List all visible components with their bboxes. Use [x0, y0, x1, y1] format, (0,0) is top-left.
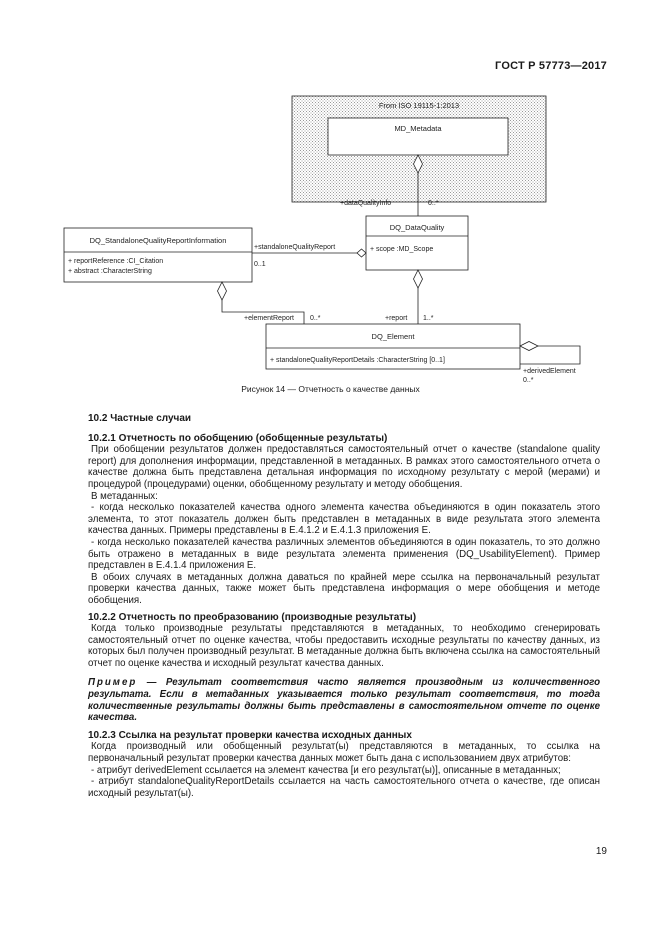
- uml-diagram: From ISO 19115-1:2013 MD_Metadata DQ_Dat…: [63, 95, 581, 384]
- label-dataqualityinfo: +dataQualityInfo: [340, 200, 391, 207]
- dq-standalone-attr1: + reportReference :CI_Citation: [68, 258, 163, 265]
- page-number: 19: [595, 846, 607, 857]
- package-label: From ISO 19115-1:2013: [379, 101, 459, 110]
- mult-standalonereport: 0..1: [254, 261, 266, 268]
- example-text: — Результат соответствия часто является …: [88, 677, 600, 724]
- dq-element-name: DQ_Element: [372, 332, 416, 341]
- figure-caption: Рисунок 14 — Отчетность о качестве данны…: [241, 384, 420, 394]
- mult-dataqualityinfo: 0..*: [428, 200, 439, 207]
- document-body: 10.2 Частные случаи 10.2.1 Отчетность по…: [88, 413, 600, 799]
- dq-dataquality-class: [365, 215, 469, 271]
- label-report: +report: [385, 315, 407, 322]
- example-label: Пример: [88, 677, 138, 689]
- dq-dataquality-attr: + scope :MD_Scope: [370, 246, 433, 253]
- assoc-derivedelement: [520, 345, 581, 365]
- paragraph: Когда производный или обобщенный результ…: [88, 741, 600, 765]
- paragraph: В обоих случаях в метаданных должна дава…: [88, 571, 600, 606]
- paragraph: - когда несколько показателей качества о…: [88, 502, 600, 537]
- section-heading-10-2-3: 10.2.3 Ссылка на результат проверки каче…: [88, 729, 412, 741]
- paragraph: Когда только производные результаты пред…: [88, 623, 600, 669]
- dq-standalone-class: [63, 227, 253, 283]
- mult-elementreport: 0..*: [310, 315, 321, 322]
- mult-report: 1..*: [423, 315, 434, 322]
- paragraph: - атрибут derivedElement ссылается на эл…: [91, 764, 561, 776]
- section-heading-10-2-2: 10.2.2 Отчетность по преобразованию (про…: [88, 611, 417, 623]
- document-code: ГОСТ Р 57773—2017: [495, 60, 607, 72]
- example-note: Пример — Результат соответствия часто яв…: [88, 677, 600, 723]
- label-elementreport: +elementReport: [244, 315, 294, 322]
- label-derivedelement: +derivedElement: [523, 368, 576, 375]
- label-standalonereport: +standaloneQualityReport: [254, 244, 335, 251]
- dq-dataquality-name: DQ_DataQuality: [390, 223, 445, 232]
- md-metadata-name: MD_Metadata: [394, 124, 442, 133]
- section-heading-10-2: 10.2 Частные случаи: [88, 413, 192, 424]
- assoc-elementreport: [221, 300, 305, 324]
- paragraph: - атрибут standaloneQualityReportDetails…: [88, 776, 600, 799]
- paragraph: В метаданных:: [91, 490, 158, 502]
- paragraph: - когда несколько показателей качества р…: [88, 536, 600, 572]
- dq-standalone-name: DQ_StandaloneQualityReportInformation: [90, 236, 227, 245]
- mult-derivedelement: 0..*: [523, 377, 534, 384]
- dq-standalone-attr2: + abstract :CharacterString: [68, 268, 152, 275]
- section-heading-10-2-1: 10.2.1 Отчетность по обобщению (обобщенн…: [88, 432, 388, 444]
- paragraph: При обобщении результатов должен предост…: [88, 444, 600, 490]
- dq-element-class: [265, 323, 521, 370]
- dq-element-attr: + standaloneQualityReportDetails :Charac…: [270, 357, 445, 364]
